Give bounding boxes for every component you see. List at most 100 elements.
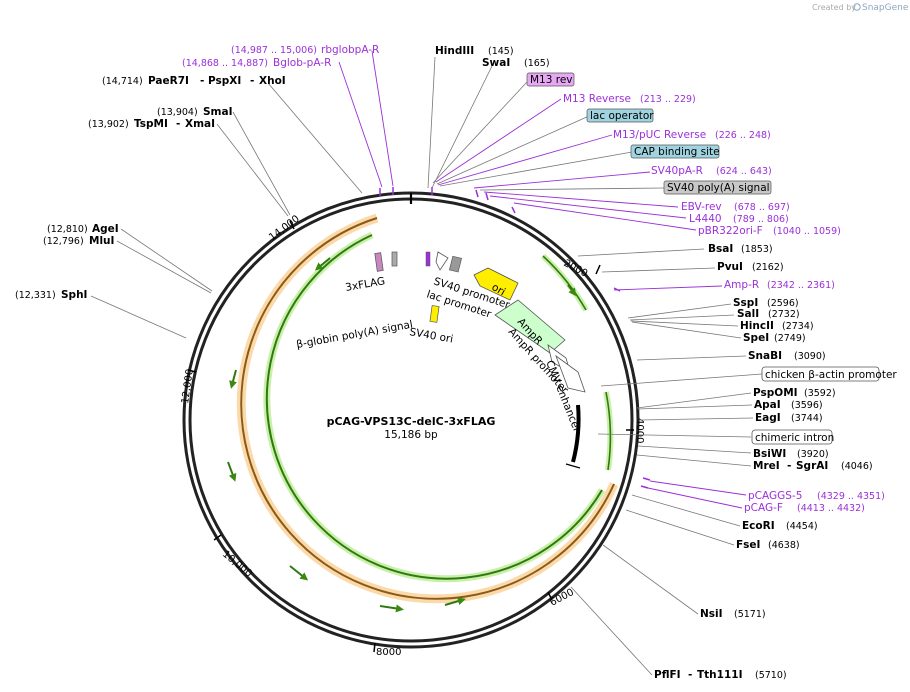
- site-sali: SalI: [737, 308, 759, 320]
- site-eagi-pos: (3744): [791, 413, 823, 424]
- leader-xmai: [216, 123, 289, 217]
- leader-pcagf: [647, 487, 743, 509]
- leader-eagi: [638, 417, 754, 421]
- site-paer7i-sep: -: [200, 75, 204, 87]
- leader-swai: [431, 65, 493, 189]
- site-paer7i: PaeR7I: [148, 75, 189, 87]
- site-sphi: SphI: [61, 289, 87, 301]
- feature-cap: CAP binding site: [634, 146, 720, 158]
- leader-pbr322: [513, 202, 697, 231]
- leader-sv40par: [473, 171, 651, 189]
- primer-m13reverse-pos: (213 .. 229): [640, 94, 696, 105]
- tick-mark: [187, 369, 197, 373]
- orf-seg-1-line: [542, 255, 587, 311]
- ori-feature: [473, 267, 519, 301]
- primer-m13reverse: M13 Reverse: [563, 93, 631, 105]
- leader-sv40pa: [479, 187, 665, 191]
- site-snabi-pos: (3090): [794, 351, 826, 362]
- primer-ebvrev-pos: (678 .. 697): [734, 202, 790, 213]
- site-spei-pos: (2749): [774, 333, 806, 344]
- site-mrei-sep: -: [787, 460, 791, 472]
- site-tth111i: Tth111I: [697, 669, 742, 681]
- tick-mark: [289, 220, 295, 230]
- site-xhoi-pos: (14,714): [102, 76, 143, 87]
- primer-ampr-pos: (2342 .. 2361): [767, 280, 835, 291]
- site-ecori-pos: (4454): [786, 521, 818, 532]
- orf-arrow-1: [314, 257, 331, 271]
- site-hindiii: HindIII: [435, 45, 474, 57]
- leader-mrei: [636, 454, 752, 467]
- primer-pcagf: pCAG-F: [744, 502, 783, 514]
- leader-sali: [629, 314, 735, 321]
- leader-lacop: [436, 115, 590, 185]
- leader-sphi: [90, 295, 187, 339]
- feature-box-sv40pa: [663, 180, 772, 195]
- tick-mark: [373, 642, 376, 653]
- site-agei: AgeI: [92, 223, 119, 235]
- site-bsai: BsaI: [708, 243, 733, 255]
- site-sspi-pos: (2596): [767, 298, 799, 309]
- inner-labels: 3xFLAG β-globin poly(A) signal SV40 prom…: [295, 275, 583, 434]
- snapgene-logo-icon: [853, 3, 861, 11]
- primer-m13puc-pos: (226 .. 248): [715, 130, 771, 141]
- leader-bglob: [338, 61, 383, 188]
- leader-rbglob: [371, 50, 394, 187]
- leader-pvui: [601, 267, 716, 273]
- feature-box-chicken: [761, 366, 880, 382]
- primer-mark: [613, 287, 621, 292]
- sv40-ori-label: SV40 ori: [408, 326, 454, 345]
- sv40-promoter-arrow: [435, 251, 449, 271]
- leader-chimeric: [597, 433, 752, 438]
- primer-sv40par: SV40pA-R: [651, 165, 703, 177]
- chicken-actin-promoter-band: [571, 404, 581, 463]
- flag-feature: [391, 251, 398, 267]
- orf-bands: [236, 213, 619, 604]
- tick-mark: [547, 591, 553, 601]
- orf-outer-line: [240, 217, 615, 600]
- site-mlui-pos: (12,796): [43, 236, 84, 247]
- site-pflfi-sep: -: [688, 669, 692, 681]
- primer-mark: [642, 477, 651, 481]
- feature-lacop: lac operator: [590, 110, 654, 122]
- credit-text: Created by: [812, 3, 856, 12]
- orf-arrow-3: [289, 565, 309, 581]
- site-spei: SpeI: [743, 332, 769, 344]
- feature-chimeric: chimeric intron: [755, 432, 834, 444]
- leader-spei: [631, 321, 742, 339]
- leader-bsiwi: [637, 445, 752, 454]
- primer-mark: [475, 189, 479, 198]
- leader-m13rev: [432, 81, 528, 184]
- leader-ecori: [631, 494, 741, 527]
- site-tspmi: TspMI: [134, 118, 168, 130]
- site-pvui-pos: (2162): [752, 262, 784, 273]
- primer-ebvrev: EBV-rev: [681, 201, 722, 213]
- leader-cap: [439, 151, 633, 187]
- site-ecori: EcoRI: [742, 520, 775, 532]
- site-swai-pos: (165): [524, 58, 550, 69]
- primer-pcagf-pos: (4413 .. 4432): [797, 503, 865, 514]
- tick-mark: [595, 264, 601, 275]
- feature-box-chimeric: [751, 429, 833, 445]
- tick-label: 12,000: [180, 368, 196, 404]
- leader-m13puc: [437, 134, 613, 186]
- primer-marks: [379, 187, 651, 489]
- site-pspxi: PspXI: [208, 75, 241, 87]
- primer-sv40par-pos: (624 .. 643): [716, 166, 772, 177]
- site-pspxi-sep: -: [250, 75, 254, 87]
- orf-inner-line: [265, 234, 603, 580]
- site-snabi: SnaBI: [748, 350, 782, 362]
- flag-label: 3xFLAG: [344, 275, 386, 294]
- orf-seg-2-line: [605, 391, 612, 471]
- tick-label: 4000: [634, 418, 645, 443]
- leader-pspomi: [636, 392, 752, 409]
- site-bsiwi: BsiWI: [753, 448, 786, 460]
- leader-mlui: [116, 240, 212, 294]
- orf-arrows: [227, 257, 577, 613]
- site-fsei: FseI: [736, 539, 760, 551]
- primer-rbglob: rbglobpA-R: [321, 44, 379, 56]
- site-pflfi-pos: (5710): [755, 670, 787, 681]
- site-pspomi: PspOMI: [753, 387, 798, 399]
- site-fsei-pos: (4638): [768, 540, 800, 551]
- primer-bglob-pos: (14,868 .. 14,887): [182, 58, 268, 69]
